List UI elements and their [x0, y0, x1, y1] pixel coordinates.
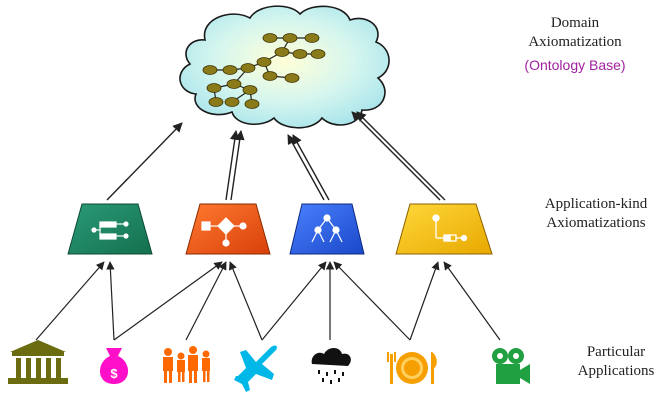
projector-icon	[492, 348, 530, 384]
ontology-cloud	[179, 5, 390, 129]
upper-arrows	[106, 111, 446, 201]
blue-application-kind	[289, 203, 365, 255]
domain-label-line2: Axiomatization	[528, 34, 622, 50]
particular-applications-label: Particular Applications	[566, 343, 666, 381]
bank-icon	[8, 340, 68, 384]
rain-cloud-icon	[311, 348, 351, 384]
family-icon	[163, 346, 210, 383]
lower-arrows	[35, 261, 501, 341]
money-bag-icon: $	[99, 348, 129, 384]
orange-application-kind	[185, 203, 271, 255]
airplane-icon	[234, 345, 277, 392]
ontology-tree-nodes	[202, 33, 326, 109]
domain-axiomatization-label: Domain Axiomatization (Ontology Base)	[520, 14, 630, 75]
application-kind-label: Application-kind Axiomatizations	[528, 195, 664, 233]
yellow-application-kind	[395, 203, 493, 255]
dining-icon	[387, 352, 437, 384]
particular-label-line1: Particular	[586, 344, 646, 360]
appkind-label-line1: Application-kind	[544, 196, 648, 212]
ontology-base-label: (Ontology Base)	[524, 57, 626, 73]
particular-label-line2: Applications	[577, 363, 655, 379]
domain-label-line1: Domain	[550, 15, 600, 31]
appkind-label-line2: Axiomatizations	[546, 215, 646, 231]
svg-text:$: $	[110, 366, 118, 381]
green-application-kind	[67, 203, 153, 255]
